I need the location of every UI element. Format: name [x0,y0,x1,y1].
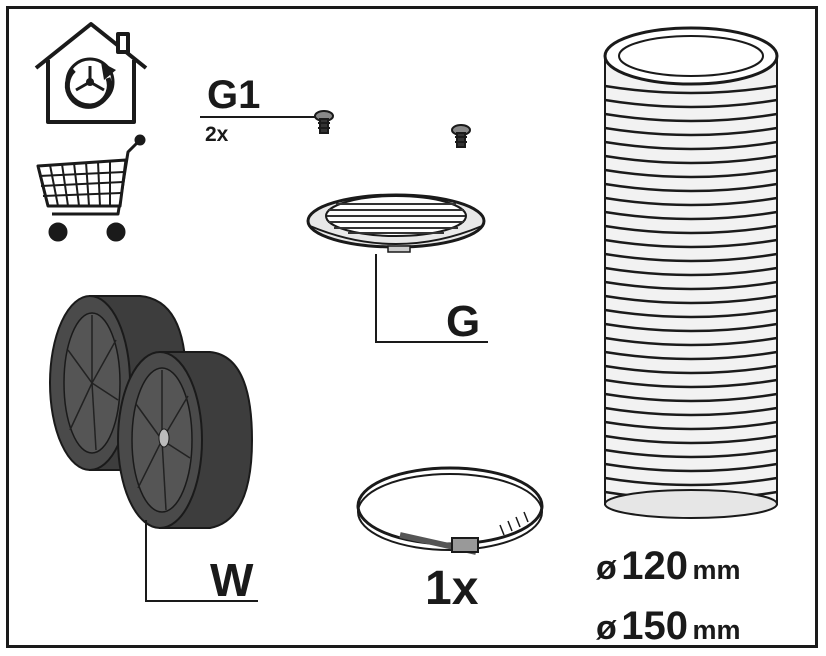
hose-rib [604,98,778,109]
w-label: W [210,554,254,606]
hose-rib [604,462,778,473]
hose-rib [604,210,778,221]
shopping-cart-icon [36,134,146,242]
hose-rib [604,378,778,389]
hose-rib [604,266,778,277]
hose-rib [604,196,778,207]
diameter-symbol: ø [596,609,617,647]
hose-rib [604,224,778,235]
g-label: G [446,297,481,346]
hose-diameter-120: ø 120 mm [596,546,740,586]
hose-rib [604,364,778,375]
g-leader-line [375,254,488,343]
hose-rib [604,252,778,263]
diagram-frame [6,6,818,648]
hose-rib [604,84,778,95]
hose-rib [604,308,778,319]
hose-rib [604,238,778,249]
clamp-quantity-label: 1x [425,562,479,615]
flexible-hose [603,26,779,519]
hose-rib [604,406,778,417]
hose-rib [604,168,778,179]
screw-icon [451,124,471,148]
hose-rib [604,350,778,361]
hose-rib [604,280,778,291]
hose-rib [604,336,778,347]
hose-rib [604,420,778,431]
carbon-filter [117,351,254,529]
hose-rib [604,294,778,305]
hose-rib [604,448,778,459]
hose-rib [604,182,778,193]
hose-rib [604,476,778,487]
diameter-value: 120 [621,544,688,588]
hose-rib [604,140,778,151]
hose-rib [604,434,778,445]
hose-clamp [356,466,544,555]
recirculation-house-icon [34,22,148,124]
hose-diameter-150: ø 150 mm [596,606,740,646]
hose-rib [604,322,778,333]
hose-rib [604,126,778,137]
hose-rib [604,154,778,165]
diameter-unit: mm [692,615,741,645]
g1-label: G1 [207,73,261,117]
hose-rib [604,112,778,123]
diameter-value: 150 [621,604,688,648]
diameter-symbol: ø [596,549,617,587]
hose-rib [604,392,778,403]
screw-icon [314,110,334,134]
w-leader-line [145,520,258,602]
round-grille [306,193,486,253]
screw-quantity-label: 2x [205,123,229,146]
diameter-unit: mm [692,555,741,585]
